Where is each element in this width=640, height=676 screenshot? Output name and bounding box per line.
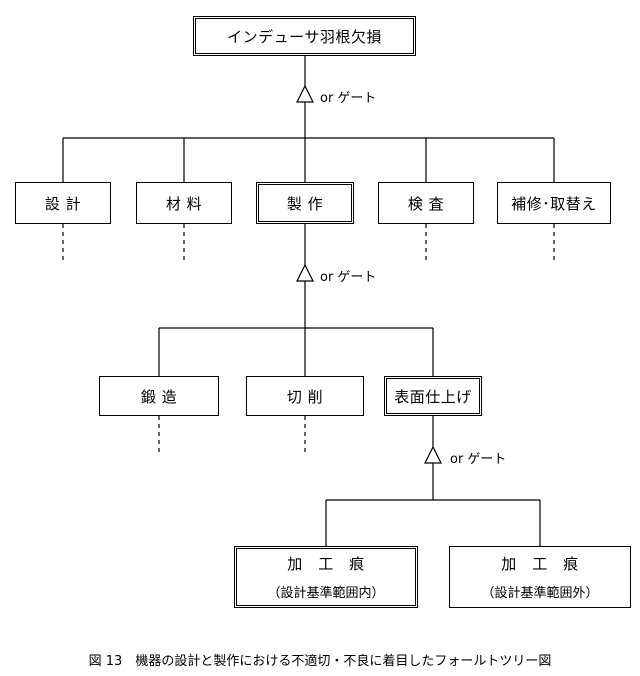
- event-forging: 鍛 造: [99, 376, 219, 416]
- or-gate-symbol: [296, 84, 314, 103]
- event-label: 製 作: [286, 194, 324, 213]
- event-material: 材 料: [136, 182, 232, 224]
- event-machining-mark-outside: 加 工 痕 （設計基準範囲外）: [449, 546, 631, 608]
- event-label: 表面仕上げ: [394, 387, 472, 406]
- or-gate-label: or ゲート: [320, 91, 377, 106]
- event-cutting: 切 削: [246, 376, 364, 416]
- or-gate-label: or ゲート: [450, 452, 507, 467]
- event-label: 鍛 造: [140, 387, 178, 406]
- event-label: 加 工 痕: [501, 555, 579, 573]
- event-label: 材 料: [165, 194, 203, 213]
- event-sublabel: （設計基準範囲内）: [267, 586, 385, 601]
- top-event-box: インデューサ羽根欠損: [193, 16, 416, 56]
- event-sublabel: （設計基準範囲外）: [481, 586, 599, 601]
- or-gate-label: or ゲート: [320, 270, 377, 285]
- event-label: 検 査: [407, 194, 445, 213]
- event-label: 切 削: [286, 387, 324, 406]
- event-machining-mark-within: 加 工 痕 （設計基準範囲内）: [234, 546, 418, 608]
- event-inspection: 検 査: [378, 182, 474, 224]
- top-event-label: インデューサ羽根欠損: [227, 27, 382, 46]
- event-label: 加 工 痕: [287, 555, 365, 573]
- event-surface-finishing: 表面仕上げ: [384, 376, 482, 416]
- event-manufacturing: 製 作: [256, 182, 354, 224]
- or-gate-symbol: [296, 263, 314, 282]
- event-repair-replacement: 補修･取替え: [497, 182, 611, 224]
- event-label: 補修･取替え: [511, 194, 597, 213]
- or-gate-symbol: [424, 445, 442, 464]
- figure-caption: 図 13 機器の設計と製作における不適切・不良に着目したフォールトツリー図: [88, 654, 552, 669]
- event-label: 設 計: [44, 194, 82, 213]
- event-design: 設 計: [15, 182, 111, 224]
